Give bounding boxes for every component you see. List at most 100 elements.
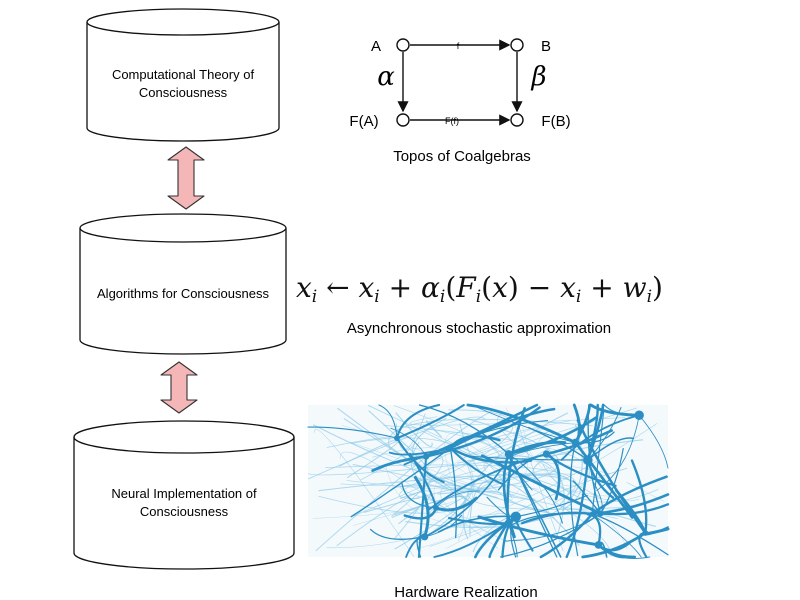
neuron-dendrite	[449, 407, 556, 450]
update-equation: xi ← xi + αi(Fi(x) − xi + wi)	[296, 271, 663, 307]
neuron-fiber	[626, 482, 665, 502]
neuron-body	[634, 410, 644, 420]
neuron-body	[433, 504, 439, 511]
neuron-dendrite	[477, 515, 600, 547]
neuron-dendrite	[581, 531, 647, 559]
neuron-dendrite	[591, 411, 605, 515]
neuron-dendrite	[371, 455, 428, 472]
neuron-dendrite	[424, 403, 539, 458]
neuron-fiber	[445, 508, 628, 550]
cylinder-bottom-label-2: Consciousness	[140, 504, 229, 519]
node-b-dot	[510, 38, 524, 52]
neuron-dendrite	[574, 431, 615, 444]
neuron-dendrite	[434, 496, 478, 512]
neuron-dendrite	[447, 516, 509, 525]
neuron-dendrite	[424, 514, 463, 538]
neuron-dendrite	[507, 440, 567, 456]
neuron-fiber	[314, 429, 415, 557]
neuron-fiber	[307, 453, 569, 476]
neuron-dendrite	[435, 490, 480, 509]
neuron-dendrite	[390, 427, 427, 457]
beta-label: β	[530, 62, 546, 92]
neuron-fiber	[467, 483, 629, 510]
neuron-body	[504, 450, 513, 458]
neuron-body	[394, 435, 400, 442]
hardware-caption: Hardware Realization	[394, 584, 537, 600]
cylinder-middle-label: Algorithms for Consciousness	[97, 286, 269, 301]
neuron-dendrite	[417, 455, 428, 559]
neuron-dendrite	[502, 452, 516, 539]
neuron-body	[542, 450, 551, 458]
neuron-dendrite	[471, 404, 576, 444]
neuron-dendrite	[307, 426, 398, 439]
alpha-label: α	[377, 62, 395, 92]
neuron-dendrite	[480, 454, 603, 516]
neuron-body	[589, 511, 595, 517]
neuron-fiber	[469, 478, 580, 546]
neuron-dendrite	[587, 437, 635, 461]
neuron-body	[594, 541, 603, 549]
neuron-dendrite	[418, 404, 510, 455]
neuron-dendrite	[599, 503, 670, 516]
neuron-body	[642, 530, 649, 536]
neuron-dendrite	[378, 404, 398, 439]
neuron-dendrite	[409, 452, 438, 509]
neuron-fiber	[307, 416, 486, 480]
neuron-dendrite	[424, 406, 541, 458]
neuron-fiber	[338, 438, 401, 479]
neuron-dendrite	[488, 521, 510, 559]
cylinder-algorithms: Algorithms for Consciousness	[79, 213, 287, 355]
neuron-fiber	[425, 420, 442, 438]
neuron-dendrite	[574, 441, 634, 519]
neuron-dendrite	[350, 447, 452, 518]
neuron-dendrite	[395, 403, 441, 440]
neuron-body	[421, 533, 429, 541]
neuron-fiber	[394, 495, 466, 550]
node-fb-dot	[510, 113, 524, 127]
topos-caption: Topos of Coalgebras	[393, 148, 531, 165]
neuron-dendrite	[600, 448, 624, 515]
neuron-fiber	[400, 484, 515, 502]
neuron-dendrite	[572, 480, 602, 515]
neuron-fiber	[395, 412, 433, 447]
neuron-dendrite	[638, 414, 669, 469]
cylinder-bottom-label-1: Neural Implementation of	[111, 486, 257, 501]
double-arrow-top-middle	[167, 146, 205, 210]
neuron-dendrite	[539, 512, 594, 559]
neuron-dendrite	[591, 513, 642, 558]
neuron-web	[307, 403, 670, 560]
equation-caption: Asynchronous stochastic approximation	[347, 320, 611, 337]
neuron-body	[422, 453, 430, 460]
neuron-body	[510, 511, 522, 522]
neuron-dendrite	[520, 511, 594, 525]
neuron-dendrite	[401, 483, 437, 509]
cylinder-neural-implementation: Neural Implementation of Consciousness	[73, 420, 295, 570]
node-b-label: B	[541, 38, 551, 55]
neuron-dendrite	[569, 441, 579, 557]
neuron-dendrite	[369, 528, 426, 540]
neuron-dendrite	[423, 466, 504, 538]
neuron-dendrite	[560, 414, 641, 461]
neuron-fiber	[409, 416, 626, 426]
neuron-dendrite	[449, 446, 533, 464]
neuron-dendrite	[449, 447, 457, 539]
neuron-dendrite	[449, 446, 505, 486]
neuron-fiber	[518, 424, 564, 552]
neuron-network-image	[307, 403, 670, 560]
neuron-fiber	[353, 409, 514, 517]
neuron-fiber	[318, 474, 581, 511]
cylinder-top-label-2: Consciousness	[139, 85, 228, 100]
neuron-dendrite	[565, 458, 589, 559]
cylinder-computational-theory: Computational Theory of Consciousness	[86, 8, 280, 142]
node-fa-label: F(A)	[349, 113, 378, 130]
neuron-fiber	[367, 405, 612, 557]
cylinder-top-label-1: Computational Theory of	[112, 67, 255, 82]
neuron-dendrite	[503, 513, 602, 542]
neuron-dendrite	[426, 453, 548, 512]
neuron-body	[597, 510, 604, 517]
node-a-dot	[396, 38, 410, 52]
neuron-dendrite	[587, 404, 602, 515]
neuron-dendrite	[576, 419, 647, 535]
double-arrow-middle-bottom	[160, 361, 198, 414]
